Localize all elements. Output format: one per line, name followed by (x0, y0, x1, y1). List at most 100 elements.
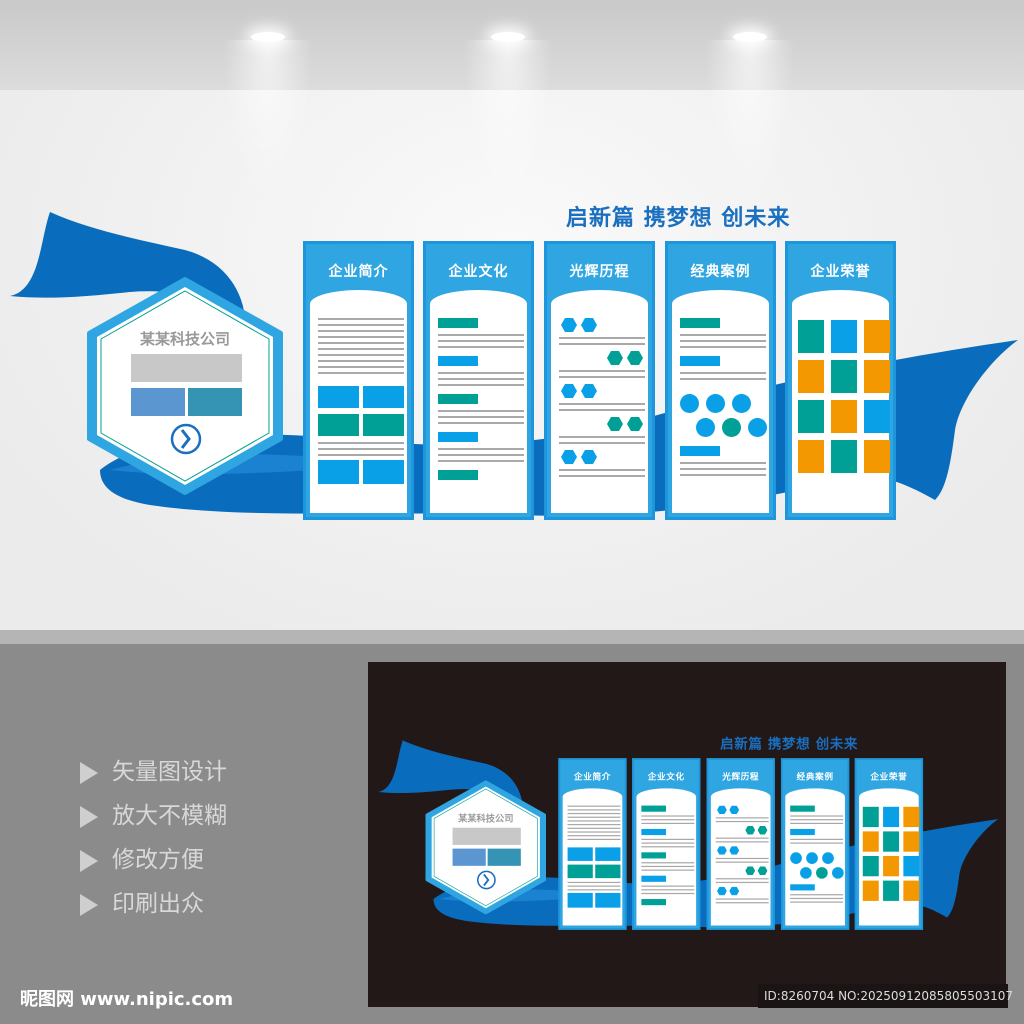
image-placeholder (452, 827, 521, 845)
text-line (318, 366, 404, 368)
display-panel: 光辉历程 (706, 758, 775, 930)
image-block (567, 892, 593, 908)
text-line (567, 805, 621, 807)
text-line (438, 422, 524, 424)
play-arrow-icon (80, 893, 98, 916)
text-line (641, 846, 695, 848)
text-line (641, 869, 695, 871)
hexagon-icon (581, 318, 597, 332)
panel-title: 企业文化 (647, 772, 685, 783)
hexagon-icon (581, 384, 597, 398)
text-line (318, 372, 404, 374)
company-name: 某某科技公司 (458, 812, 514, 825)
feature-item: 印刷出众 (80, 884, 204, 918)
text-line (715, 857, 769, 860)
panel-title: 经典案例 (690, 264, 751, 280)
panel-body (792, 290, 890, 513)
honor-tile (864, 440, 890, 473)
hexagon-icon (745, 866, 756, 876)
honor-tile (903, 856, 920, 877)
text-line (715, 837, 769, 839)
play-arrow-icon (80, 805, 98, 828)
image-placeholder (487, 848, 521, 866)
text-line (790, 819, 844, 821)
text-line (680, 468, 766, 470)
honor-tile (864, 360, 890, 393)
display-panel: 光辉历程 (544, 241, 655, 520)
text-line (438, 346, 524, 348)
text-line (567, 838, 621, 841)
display-panel: 企业简介 (303, 241, 414, 520)
text-line (680, 340, 766, 342)
hexagon-icon (561, 450, 577, 464)
text-line (715, 878, 769, 880)
text-line (790, 815, 844, 817)
play-arrow-icon (80, 849, 98, 872)
text-line (567, 827, 621, 829)
text-line (790, 894, 844, 896)
text-line (559, 343, 645, 345)
image-block (595, 864, 621, 879)
honor-tile (903, 831, 920, 852)
light-glow (223, 40, 313, 200)
panel-body (310, 290, 407, 513)
label-bar (790, 805, 815, 812)
circle-icon (790, 852, 802, 864)
text-line (715, 817, 769, 819)
text-line (567, 809, 621, 811)
honor-tile (862, 831, 879, 852)
text-line (641, 815, 695, 817)
text-line (641, 842, 695, 844)
company-hexagon: 某某科技公司 (87, 277, 283, 495)
hexagon-icon (581, 450, 597, 464)
label-bar (641, 828, 666, 836)
display-panel: 企业文化 (632, 758, 701, 930)
circle-icon (800, 867, 812, 879)
panel-title: 企业简介 (328, 264, 389, 280)
text-line (318, 454, 404, 456)
text-line (641, 885, 695, 887)
honor-tile (862, 856, 879, 877)
image-block (595, 892, 621, 908)
image-block (363, 414, 404, 436)
panel-title: 经典案例 (796, 772, 834, 783)
watermark-logo: 昵图网 www.nipic.com (20, 989, 234, 1010)
display-panel: 企业荣誉 (854, 758, 924, 930)
hexagon-icon (607, 417, 623, 431)
text-line (641, 892, 695, 895)
text-line (715, 902, 769, 904)
circle-icon (722, 418, 741, 437)
hexagon-icon (607, 351, 623, 365)
hexagon-icon (561, 384, 577, 398)
text-line (559, 337, 645, 339)
hexagon-icon (561, 318, 577, 332)
image-block (363, 460, 404, 484)
image-block (363, 386, 404, 408)
honor-tile (864, 320, 890, 353)
panel-body (785, 788, 845, 926)
honor-tile (831, 400, 857, 433)
label-bar (680, 318, 720, 328)
hexagon-icon (717, 886, 727, 896)
text-line (318, 324, 404, 326)
panel-body (551, 290, 648, 513)
spotlight-icon (251, 32, 285, 42)
text-line (790, 822, 844, 825)
image-block (595, 847, 621, 861)
text-line (318, 330, 404, 332)
hexagon-icon (717, 846, 727, 855)
play-arrow-icon (80, 761, 98, 784)
label-bar (438, 394, 478, 404)
slogan-heading: 启新篇 携梦想 创未来 (566, 206, 791, 231)
text-line (438, 384, 524, 386)
text-line (680, 372, 766, 374)
panel-body (859, 788, 920, 926)
label-bar (790, 884, 815, 891)
feature-label: 放大不模糊 (112, 803, 227, 829)
label-bar (680, 356, 720, 366)
circle-icon (680, 394, 699, 413)
label-bar (790, 828, 815, 836)
honor-tile (883, 880, 900, 901)
hexagon-icon (745, 825, 756, 835)
honor-tile (831, 360, 857, 393)
